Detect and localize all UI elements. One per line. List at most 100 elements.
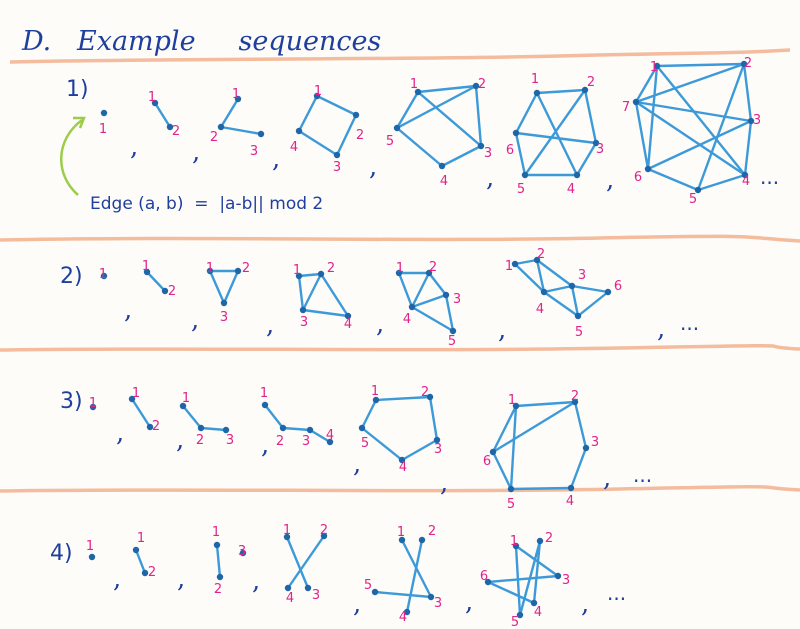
vertex-label: 2 [571, 389, 579, 404]
graph-vertex [403, 608, 411, 616]
graph-vertex [344, 312, 352, 320]
graph-vertex [554, 572, 562, 580]
graph-vertex [512, 542, 520, 550]
graph-vertex [320, 532, 328, 540]
graph-vertex [132, 546, 140, 554]
vertex-label: 2 [214, 582, 222, 597]
graph-vertex [257, 130, 265, 138]
sequence-ellipsis: ... [680, 311, 699, 335]
graph-vertex [567, 484, 575, 492]
sequence-comma: , [116, 418, 124, 448]
graph-vertex [393, 124, 401, 132]
vertex-label: 4 [440, 174, 448, 189]
vertex-label: 5 [511, 615, 519, 629]
vertex-label: 2 [152, 419, 160, 434]
vertex-label: 5 [575, 325, 583, 340]
graph-4-2: 12 [132, 531, 156, 580]
graph-edge [360, 398, 378, 430]
vertex-label: 6 [634, 170, 642, 185]
vertex-label: 2 [148, 565, 156, 580]
graph-edge [570, 284, 580, 318]
vertex-label: 2 [327, 261, 335, 276]
graph-vertex [161, 287, 169, 295]
arrow-to-first-graph [60, 116, 86, 196]
vertex-label: 1 [212, 525, 220, 540]
graph-vertex [511, 260, 519, 268]
graph-edge [570, 284, 610, 294]
graph-edge [491, 404, 518, 454]
vertex-label: 3 [226, 433, 234, 448]
vertex-label: 2 [421, 385, 429, 400]
graph-edge [301, 308, 350, 318]
graph-vertex [427, 593, 435, 601]
graph-vertex [398, 456, 406, 464]
vertex-label: 3 [753, 113, 761, 128]
graph-vertex [408, 303, 416, 311]
graph-edge [416, 84, 478, 94]
graph-edge [491, 450, 513, 491]
vertex-label: 1 [314, 84, 322, 99]
vertex-label: 4 [534, 605, 542, 620]
vertex-label: 3 [591, 435, 599, 450]
graph-edge [573, 400, 588, 450]
graph-edge [428, 395, 439, 442]
vertex-label: 2 [276, 434, 284, 449]
vertex-label: 2 [537, 247, 545, 262]
row-label-3: 3) [60, 389, 83, 414]
graph-vertex [88, 553, 96, 561]
vertex-label: 3 [453, 292, 461, 307]
vertex-label: 3 [238, 544, 246, 559]
graph-edge [335, 113, 358, 157]
vertex-label: 4 [566, 494, 574, 509]
graph-vertex [179, 402, 187, 410]
separator-line [0, 344, 800, 352]
graph-3-2: 12 [128, 386, 160, 434]
graph-edge [509, 404, 518, 491]
graph-edge [743, 119, 753, 177]
vertex-label: 4 [290, 140, 298, 155]
sequence-comma: , [113, 564, 121, 594]
sequence-comma: , [177, 564, 185, 594]
graph-vertex [414, 88, 422, 96]
graph-vertex [239, 549, 247, 557]
graph-edge [410, 293, 448, 309]
graph-vertex [100, 272, 108, 280]
vertex-label: 5 [386, 134, 394, 149]
vertex-label: 1 [410, 77, 418, 92]
vertex-label: 1 [260, 386, 268, 401]
graph-4-3: 1 2 3 [212, 525, 247, 597]
graph-vertex [166, 123, 174, 131]
vertex-label: 2 [168, 284, 176, 299]
graph-vertex [582, 444, 590, 452]
graph-edge [410, 271, 431, 309]
vertex-label: 1 [293, 263, 301, 278]
graph-edge [145, 270, 167, 293]
graph-edge [634, 62, 746, 104]
graph-edge [646, 167, 700, 192]
graph-vertex [530, 599, 538, 607]
graph-edge [360, 426, 404, 462]
sequence-comma: , [376, 309, 384, 339]
graph-vertex [533, 256, 541, 264]
sequence-comma: , [130, 132, 138, 162]
graph-vertex [398, 536, 406, 544]
graph-edge [297, 274, 305, 312]
graph-edge [308, 428, 332, 444]
graph-vertex [284, 584, 292, 592]
vertex-label: 4 [536, 302, 544, 317]
graph-vertex [516, 611, 524, 619]
graph-edge [286, 534, 326, 590]
vertex-label: 4 [326, 428, 334, 443]
vertex-label: 2 [587, 75, 595, 90]
vertex-label: 1 [132, 386, 140, 401]
vertex-label: 1 [206, 261, 214, 276]
graph-vertex [295, 272, 303, 280]
graph-vertex [512, 129, 520, 137]
graph-edge [514, 131, 527, 177]
